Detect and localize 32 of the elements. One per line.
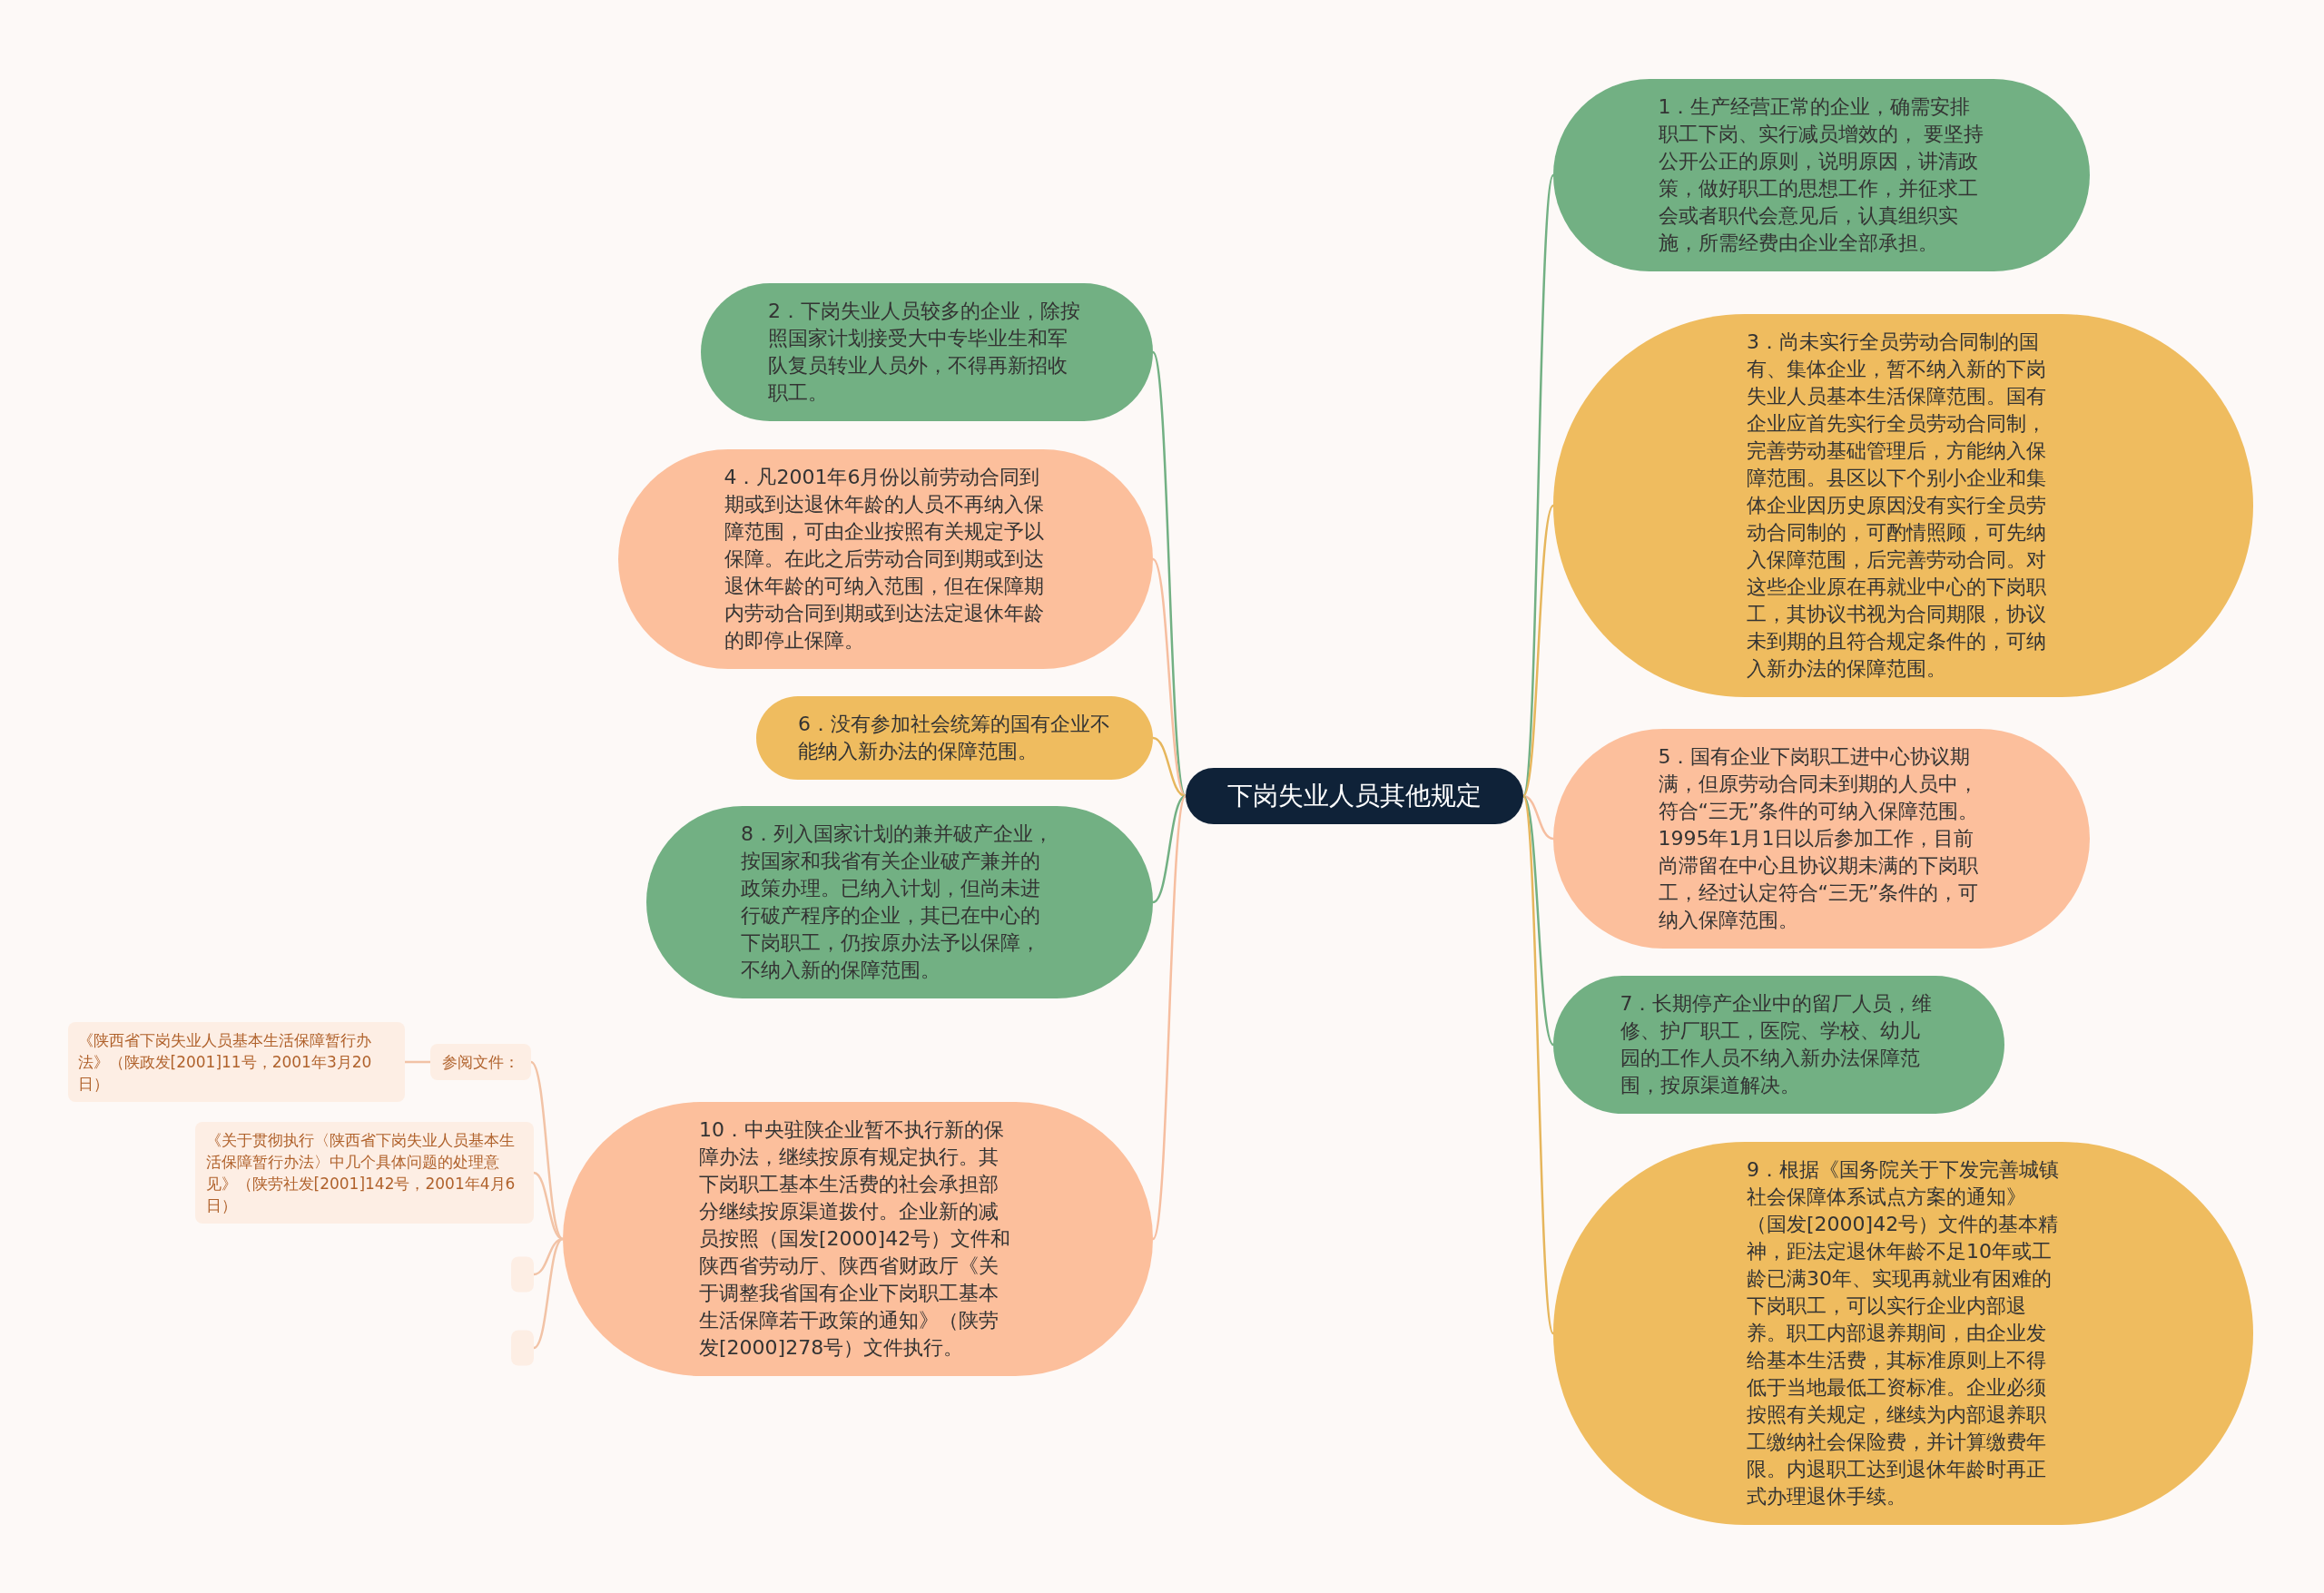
branch-line [1152,794,1187,904]
branch-line [1522,794,1554,841]
topic-text: 3．尚未实行全员劳动合同制的国有、集体企业，暂不纳入新的下岗失业人员基本生活保障范围。国有企业应首先实行全员劳动合同制，完善劳动基础管理后，方能纳入保障范围。县区以下个别小企业和集体企业因历史原因没有实行全员劳动合同制的，可酌情照顾，可先纳入保障范围，后完善劳动合同。对这些企业原在再就业中心的下岗职工，其协议书视为合同期限，协议未到期的且符合规定条件的，可纳入新办法的保障范围。 [1747,329,2047,682]
branch-line [1521,795,1555,1334]
topic-text: 9．根据《国务院关于下发完善城镇社会保障体系试点方案的通知》（国发[2000]42号）文件的基本精神，距法定退休年龄不足10年或工龄已满30年、实现再就业有困难的下岗职工，可以实行企业内部退养。职工内部退养期间，由企业发给基本生活费，其标准原则上不得低于当地最低工资标准。企业必须按照有关规定，继续为内部退养职工缴纳社会保险费，并计算缴费年限。内退职工达到退休年龄时再正式办理退休手续。 [1747,1157,2060,1509]
note-tag [430,1044,531,1080]
branch-line [1521,505,1555,797]
branch-line [1151,351,1187,797]
branch-line [405,1060,430,1064]
topic-text: 2．下岗失业人员较多的企业，除按照国家计划接受大中专毕业生和军队复员转业人员外，不得再新招收职工。 [768,299,1081,406]
branch-line [1521,795,1555,1046]
branch-line [1151,795,1187,1240]
root-title: 下岗失业人员其他规定 [1227,782,1482,810]
reference-text: 《关于贯彻执行〈陕西省下岗失业人员基本生活保障暂行办法〉中几个具体问题的处理意见》（陕劳社发[2001]142号，2001年4月6日） [205,1130,517,1216]
reference-text: 参阅文件： [442,1052,519,1073]
topic-text: 10．中央驻陕企业暂不执行新的保障办法，继续按原有规定执行。其下岗职工基本生活费的社会承担部分继续按原渠道拨付。企业新的减员按照（国发[2000]42号）文件和陕西省劳动厅、陕西省财政厅《关于调整我省国有企业下岗职工基本生活保障若干政策的通知》（陕劳发[2000]278号）文件执行。 [699,1117,1012,1361]
topic-text: 4．凡2001年6月份以前劳动合同到期或到达退休年龄的人员不再纳入保障范围，可由企业按照有关规定予以保障。在此之后劳动合同到期或到达退休年龄的可纳入范围，但在保障期内劳动合同到期或到达法定退休年龄的即停止保障。 [724,465,1045,654]
branch-line [1152,736,1187,798]
reference-note [68,1022,405,1102]
empty-note-box [511,1256,534,1293]
topic-text: 5．国有企业下岗职工进中心协议期满，但原劳动合同未到期的人员中，符合“三无”条件的可纳入保障范围。1995年1月1日以后参加工作，目前尚滞留在中心且协议期未满的下岗职工，经过认定符合“三无”条件的，可纳入保障范围。 [1658,744,1980,933]
branch-line [533,1237,564,1276]
topic-text: 1．生产经营正常的企业，确需安排职工下岗、实行减员增效的， 要坚持公开公正的原则，说明原因，讲清政策，做好职工的思想工作，并征求工会或者职代会意见后，认真组织实施，所需经费由企业全部承担。 [1658,94,1985,256]
empty-note-box [511,1330,534,1366]
branch-line [1152,558,1187,797]
topic-text: 6．没有参加社会统筹的国有企业不能纳入新办法的保障范围。 [798,712,1111,764]
branch-line [530,1061,564,1240]
reference-note [195,1122,534,1224]
root-topic [1186,768,1523,824]
reference-text: 《陕西省下岗失业人员基本生活保障暂行办法》（陕政发[2001]11号，2001年3月20日） [77,1030,373,1095]
topic-text: 8．列入国家计划的兼并破产企业，按国家和我省有关企业破产兼并的政策办理。已纳入计划，但尚未进行破产程序的企业，其已在中心的下岗职工，仍按原办法予以保障，不纳入新的保障范围。 [741,821,1054,983]
topic-text: 7．长期停产企业中的留厂人员，维修、护厂职工，医院、学校、幼儿园的工作人员不纳入新办法保障范围，按原渠道解决。 [1620,991,1934,1098]
